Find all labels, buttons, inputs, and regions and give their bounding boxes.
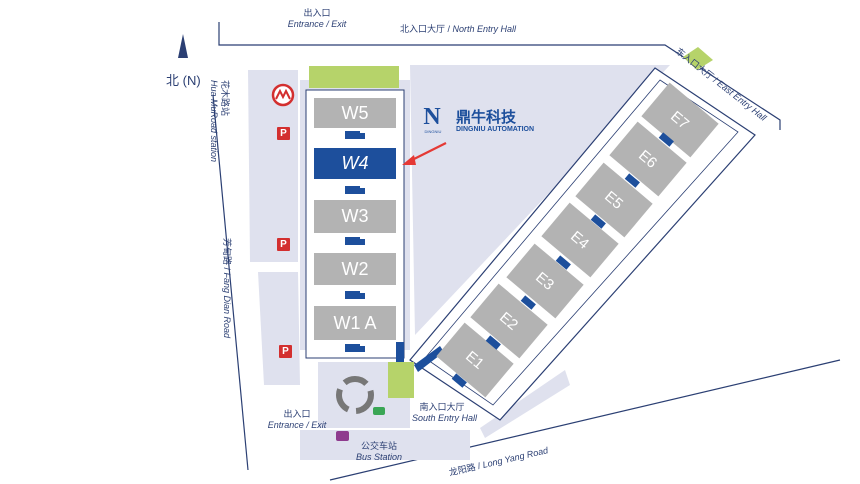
bus-station-cn: 公交车站: [360, 441, 397, 451]
metro-icon-glyph: [275, 88, 291, 100]
top-entrance-cn: 出入口: [303, 8, 331, 18]
fangdian-road-line: [212, 94, 249, 471]
compass-arrow-icon: [178, 34, 188, 58]
parking-icon: P: [279, 345, 292, 358]
compass-label: 北 (N): [166, 73, 201, 88]
north-hall-label: 北入口大厅 / North Entry Hall: [400, 24, 516, 35]
logo-mark-text: DINGNIU: [424, 129, 442, 134]
hall-w2[interactable]: W2: [314, 253, 396, 285]
bus-station-en: Bus Station: [355, 452, 403, 462]
roundabout-icon: [336, 376, 374, 414]
top-entrance-en: Entrance / Exit: [287, 19, 347, 29]
logo-en: DINGNIU AUTOMATION: [456, 126, 535, 133]
bottom-entrance-en: Entrance / Exit: [267, 420, 327, 430]
fangdian-road-en: Fang Dian Road: [222, 272, 232, 339]
bus-station-label: 公交车站 Bus Station: [352, 441, 406, 463]
east-halls-group: [436, 82, 719, 398]
north-road-line: [218, 22, 781, 130]
parking-icon: P: [277, 238, 290, 251]
fangdian-road-label: 芳甸路 / Fang Dian Road: [221, 238, 232, 338]
hall-w4[interactable]: W4: [314, 148, 396, 179]
south-strip: [480, 370, 570, 438]
hall-w3[interactable]: W3: [314, 200, 396, 233]
north-hall-cn: 北入口大厅 /: [400, 24, 453, 34]
pointer-arrow-head: [402, 155, 416, 165]
bus-icon: [336, 431, 349, 441]
hall-w1a[interactable]: W1 A: [314, 306, 396, 340]
metro-parking-area: [248, 70, 298, 262]
south-connector: [396, 342, 404, 362]
parking-icon: P: [277, 127, 290, 140]
east-connector: [414, 346, 444, 372]
top-entrance-label: 出入口 Entrance / Exit: [282, 8, 352, 30]
fangdian-road-cn: 芳甸路 /: [222, 238, 232, 273]
logo-cn: 鼎牛科技: [456, 109, 517, 126]
west-truck-icons: [345, 131, 365, 352]
logo-mark-icon: N: [423, 104, 441, 130]
north-lobby: [309, 66, 399, 88]
east-lobby: [683, 47, 713, 70]
metro-station-en: Hua MuRoad station: [209, 80, 219, 163]
bottom-entrance-label: 出入口 Entrance / Exit: [266, 409, 328, 431]
south-hall-en: South Entry Hall: [412, 413, 478, 423]
company-logo: N DINGNIU 鼎牛科技 DINGNIU AUTOMATION: [412, 104, 542, 138]
metro-station-cn: 花木路站: [220, 80, 230, 117]
hall-w5[interactable]: W5: [314, 98, 396, 128]
south-hall-label: 南入口大厅 South Entry Hall: [412, 402, 478, 424]
roundabout-area: [318, 362, 410, 428]
bottom-entrance-cn: 出入口: [283, 409, 311, 419]
south-hall-cn: 南入口大厅: [419, 402, 465, 412]
metro-station-label: 花木路站 Hua MuRoad station: [208, 80, 230, 162]
south-lobby: [388, 362, 414, 398]
car-icon: [373, 407, 385, 415]
west-parking-area: [258, 272, 300, 385]
east-truck-icons: [451, 132, 674, 388]
north-hall-en: North Entry Hall: [452, 24, 517, 34]
